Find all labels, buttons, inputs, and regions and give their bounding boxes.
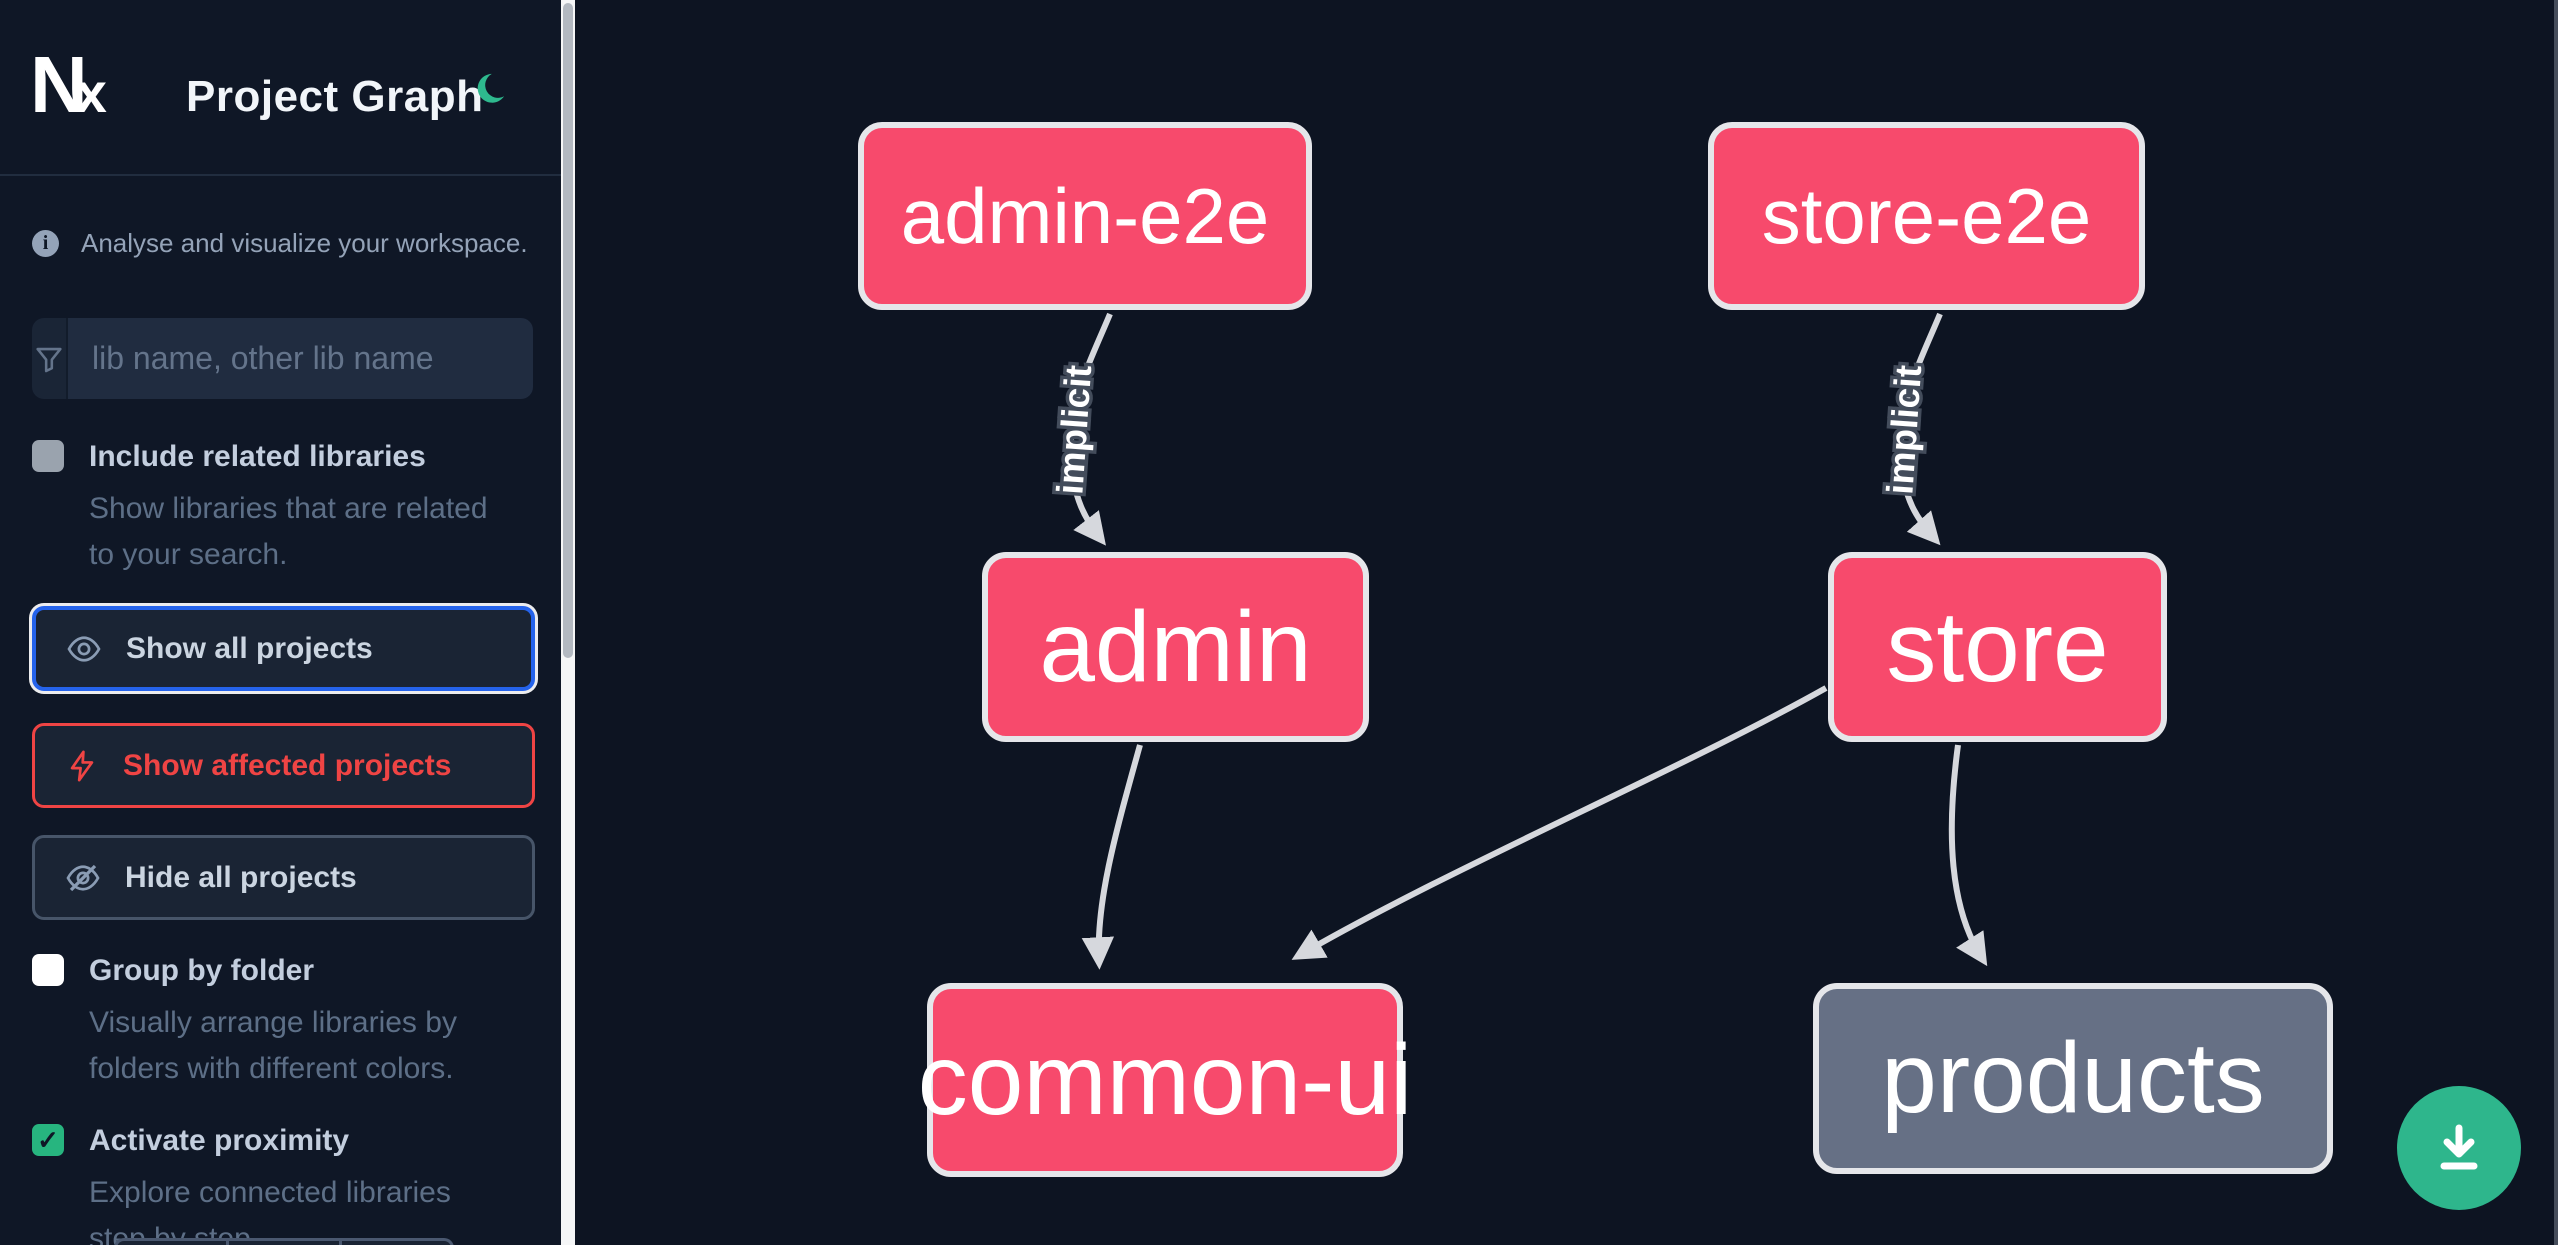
option-activate-proximity: ✓ Activate proximity Explore connected l…: [32, 1124, 532, 1245]
option-description: Show libraries that are related to your …: [89, 492, 488, 571]
page-title: Project Graph: [186, 72, 484, 121]
checkbox-activate-proximity[interactable]: ✓: [32, 1124, 64, 1156]
checkbox-include-related-libraries[interactable]: [32, 440, 64, 472]
graph-node-store[interactable]: store: [1828, 552, 2167, 742]
option-label: Activate proximity: [89, 1124, 350, 1157]
button-label: Show affected projects: [123, 748, 452, 782]
checkbox-group-by-folder[interactable]: [32, 954, 64, 986]
tagline-row: i Analyse and visualize your workspace.: [32, 228, 528, 259]
edge-store-e2e-to-store: [1897, 312, 1943, 546]
info-icon: i: [32, 230, 59, 257]
eye-off-icon: [65, 860, 101, 896]
moon-icon: [472, 73, 508, 109]
show-affected-projects-button[interactable]: Show affected projects: [32, 723, 535, 808]
hide-all-projects-button[interactable]: Hide all projects: [32, 835, 535, 920]
edge-label-implicit: implicit: [1879, 364, 1929, 496]
nx-logo-n: N: [30, 40, 88, 129]
search-box: [32, 318, 533, 399]
graph-node-common-ui[interactable]: common-ui: [918, 983, 1412, 1177]
show-all-projects-button[interactable]: Show all projects: [32, 606, 535, 691]
option-include-related-libraries: Include related libraries Show libraries…: [32, 440, 532, 578]
option-label: Include related libraries: [89, 440, 426, 473]
graph-node-store-e2e[interactable]: store-e2e: [1708, 122, 2145, 310]
edge-store-to-products: [1948, 744, 1988, 967]
theme-toggle-button[interactable]: [471, 70, 509, 108]
eye-icon: [66, 631, 102, 667]
edge-admin-e2e-to-admin: [1067, 312, 1113, 546]
sidebar-scrollbar[interactable]: [561, 0, 575, 1245]
nx-logo-x: x: [75, 61, 107, 124]
download-icon: [2428, 1116, 2490, 1181]
graph-node-admin-e2e[interactable]: admin-e2e: [858, 122, 1312, 310]
option-description: Explore connected libraries step by step…: [89, 1176, 451, 1245]
window-scrollbar[interactable]: [2554, 0, 2558, 1245]
nx-logo: N x: [30, 40, 107, 129]
graph-node-admin[interactable]: admin: [982, 552, 1369, 742]
option-group-by-folder: Group by folder Visually arrange librari…: [32, 954, 532, 1092]
search-input[interactable]: [68, 318, 533, 399]
edge-store-to-common-ui: [1291, 685, 1828, 960]
sidebar: N x Project Graph i Analyse and visualiz…: [0, 0, 561, 1245]
tagline-text: Analyse and visualize your workspace.: [81, 228, 528, 258]
funnel-icon: [32, 318, 68, 399]
collapsed-segmented-control[interactable]: [114, 1238, 454, 1245]
button-label: Show all projects: [126, 631, 373, 665]
edge-admin-to-common-ui: [1081, 744, 1143, 970]
option-description: Visually arrange libraries by folders wi…: [89, 1006, 457, 1085]
graph-node-products[interactable]: products: [1813, 983, 2333, 1174]
edge-label-implicit: implicit: [1049, 364, 1099, 496]
button-label: Hide all projects: [125, 860, 357, 894]
bolt-icon: [65, 749, 99, 783]
option-label: Group by folder: [89, 954, 314, 987]
download-image-button[interactable]: [2397, 1086, 2521, 1210]
sidebar-scrollbar-thumb[interactable]: [563, 3, 573, 658]
sidebar-header: N x Project Graph: [0, 0, 561, 176]
